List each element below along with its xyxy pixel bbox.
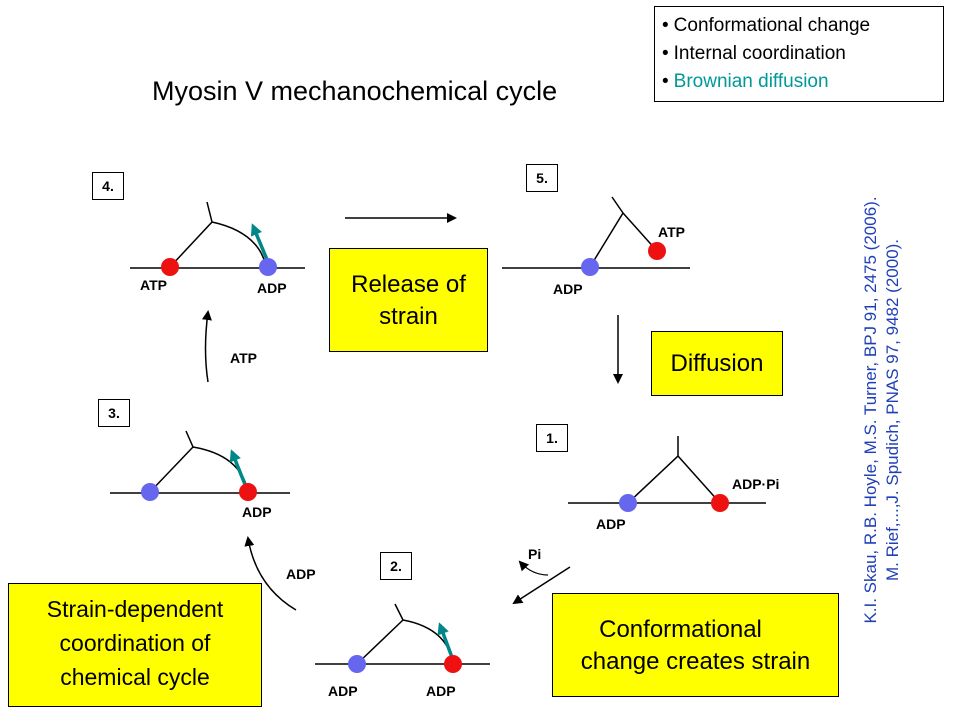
head-red: [161, 258, 179, 276]
arrow-label: Pi: [528, 546, 542, 562]
adp-release-arrow-icon: [244, 536, 297, 611]
release-of-strain-box: Release of strain: [329, 248, 488, 352]
step4-motor: [130, 201, 305, 276]
teal-arrow-icon: [437, 622, 455, 661]
bullet-icon: •: [662, 15, 669, 36]
head-blue: [141, 483, 159, 501]
head-red: [239, 483, 257, 501]
bullet-icon: •: [662, 71, 669, 92]
atp-binding-arrow-icon: [201, 310, 212, 383]
step3-motor: [110, 430, 290, 501]
step-3-label: 3.: [98, 399, 130, 427]
pi-release-arrow-icon: [518, 560, 549, 576]
lever-arm: [356, 603, 404, 665]
step1-motor: [568, 436, 766, 512]
arrow-label: ATP: [230, 350, 257, 366]
head-label: ATP: [658, 224, 685, 240]
step-1-label: 1.: [536, 424, 568, 452]
legend-item: •Conformational change: [662, 12, 943, 40]
head-label: ADP: [553, 281, 583, 297]
head-label: ADP: [596, 516, 626, 532]
head-blue: [348, 655, 366, 673]
lever-arm: [169, 201, 213, 268]
references: K.I. Skau, R.B. Hoyle, M.S. Turner, BPJ …: [860, 130, 904, 690]
step-4-label: 4.: [92, 172, 124, 200]
teal-arrow-icon: [250, 223, 270, 263]
box-text: Conformational: [599, 616, 762, 643]
head-red: [444, 655, 462, 673]
diffusion-box: Diffusion: [651, 331, 783, 396]
legend-item-label: Internal coordination: [673, 43, 846, 64]
step-2-label: 2.: [380, 552, 412, 580]
box-text: strain: [379, 303, 438, 330]
box-text: chemical cycle: [60, 664, 210, 690]
strain-dependent-box: Strain-dependent coordination of chemica…: [8, 583, 262, 707]
step-5-label: 5.: [526, 164, 558, 192]
legend-item: •Brownian diffusion: [662, 68, 943, 96]
bullet-icon: •: [662, 43, 669, 64]
box-text: Release of: [351, 271, 466, 298]
head-label: ADP: [257, 280, 287, 296]
legend-item-label: Conformational change: [673, 15, 871, 36]
head-label: ADP: [328, 683, 358, 699]
legend-item: •Internal coordination: [662, 40, 943, 68]
box-text: coordination of: [59, 630, 211, 656]
lever-arm: [211, 221, 267, 267]
head-red: [648, 242, 666, 260]
lever-arm: [627, 436, 679, 504]
head-label: ADP·Pi: [732, 476, 780, 492]
head-red: [711, 494, 729, 512]
head-label: ADP: [426, 683, 456, 699]
box-text: Diffusion: [670, 350, 764, 377]
lever-arm: [589, 196, 624, 268]
teal-arrow-icon: [229, 449, 248, 488]
step5-motor: [502, 196, 690, 276]
head-label: ADP: [242, 504, 272, 520]
conformational-change-box: Conformational change creates strain: [552, 593, 839, 697]
reference-line: M. Rief,...,J. Spudich, PNAS 97, 9482 (2…: [883, 238, 902, 582]
legend-box: •Conformational change •Internal coordin…: [654, 6, 944, 102]
page-title: Myosin V mechanochemical cycle: [152, 76, 558, 106]
head-label: ATP: [140, 277, 167, 293]
arrow-down-left-icon: [512, 566, 571, 605]
lever-arm: [677, 455, 721, 504]
step2-motor: [315, 603, 490, 673]
legend-item-label: Brownian diffusion: [673, 71, 829, 92]
lever-arm: [149, 430, 194, 493]
head-blue: [619, 494, 637, 512]
arrow-label: ADP: [286, 566, 316, 582]
head-blue: [581, 258, 599, 276]
box-text: Strain-dependent: [46, 596, 224, 622]
box-text: change creates strain: [580, 648, 811, 675]
head-blue: [259, 258, 277, 276]
reference-line: K.I. Skau, R.B. Hoyle, M.S. Turner, BPJ …: [861, 196, 880, 624]
